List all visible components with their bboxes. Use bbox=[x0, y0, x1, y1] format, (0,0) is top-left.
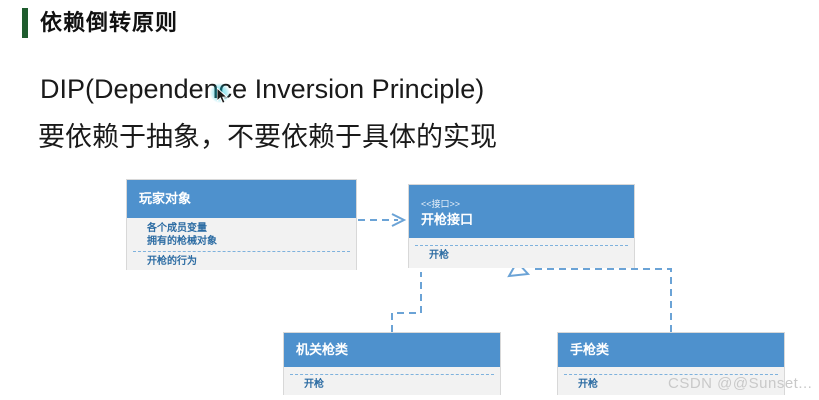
uml-body-interface: 开枪 bbox=[409, 238, 634, 268]
title-text: 依赖倒转原则 bbox=[40, 10, 179, 35]
uml-stereotype: <<接口>> bbox=[421, 199, 461, 209]
uml-class-pistol[interactable]: 手枪类 开枪 bbox=[557, 332, 785, 395]
mouse-cursor-icon bbox=[210, 83, 236, 109]
uml-attribute: 各个成员变量 bbox=[147, 223, 207, 234]
uml-body-player: 各个成员变量 拥有的枪械对象 开枪的行为 bbox=[127, 218, 356, 270]
uml-divider bbox=[290, 374, 494, 375]
uml-attribute: 拥有的枪械对象 bbox=[147, 236, 217, 247]
uml-operation: 开枪的行为 bbox=[147, 256, 197, 267]
title-accent-bar bbox=[22, 8, 28, 38]
uml-operation: 开枪 bbox=[578, 379, 598, 390]
uml-body-pistol: 开枪 bbox=[558, 367, 784, 395]
uml-class-name: 手枪类 bbox=[570, 342, 610, 357]
subtitle-english: DIP(Dependence Inversion Principle) bbox=[40, 74, 485, 104]
uml-header-player: 玩家对象 bbox=[127, 180, 356, 218]
connector-realization-pistol-interface bbox=[530, 268, 672, 332]
csdn-watermark: CSDN @@Sunset... bbox=[668, 375, 813, 392]
uml-class-name: 开枪接口 bbox=[421, 212, 474, 227]
uml-divider bbox=[415, 245, 628, 246]
uml-class-name: 玩家对象 bbox=[139, 191, 192, 206]
uml-header-interface: <<接口>> 开枪接口 bbox=[409, 185, 634, 238]
uml-divider bbox=[564, 374, 778, 375]
uml-class-machinegun[interactable]: 机关枪类 开枪 bbox=[283, 332, 501, 395]
uml-class-player[interactable]: 玩家对象 各个成员变量 拥有的枪械对象 开枪的行为 bbox=[126, 179, 357, 270]
page-title: 依赖倒转原则 bbox=[22, 8, 178, 38]
uml-class-name: 机关枪类 bbox=[296, 342, 349, 357]
uml-header-pistol: 手枪类 bbox=[558, 333, 784, 367]
uml-header-machinegun: 机关枪类 bbox=[284, 333, 500, 367]
uml-operation: 开枪 bbox=[304, 379, 324, 390]
uml-interface-shoot[interactable]: <<接口>> 开枪接口 开枪 bbox=[408, 184, 635, 268]
dependency-arrowhead bbox=[391, 213, 407, 227]
connector-realization-machinegun-interface bbox=[391, 272, 422, 332]
subtitle-chinese: 要依赖于抽象，不要依赖于具体的实现 bbox=[38, 122, 497, 152]
uml-body-machinegun: 开枪 bbox=[284, 367, 500, 395]
uml-operation: 开枪 bbox=[429, 250, 449, 261]
uml-divider bbox=[133, 251, 350, 252]
